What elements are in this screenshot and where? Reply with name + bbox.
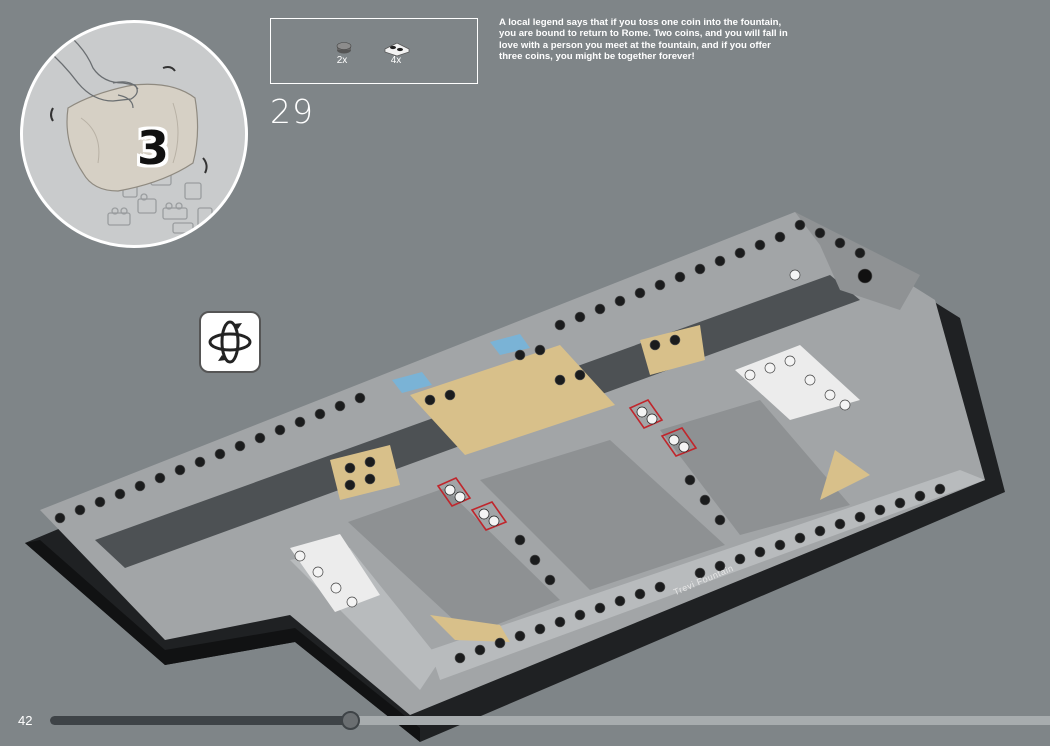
step-number: 29 xyxy=(270,92,314,131)
open-bag-icon xyxy=(44,23,213,234)
page-number: 42 xyxy=(18,713,33,728)
part-quantity: 2x xyxy=(336,55,348,66)
plate-1x2-white-icon xyxy=(382,41,412,62)
part-quantity: 4x xyxy=(390,55,402,66)
bag-number: 3 xyxy=(136,121,169,175)
round-tile-dark-grey-icon xyxy=(329,41,359,59)
bag-callout: 3 xyxy=(20,20,248,248)
progress-bar xyxy=(50,711,1050,730)
legend-text: A local legend says that if you toss one… xyxy=(499,17,788,63)
progress-knob[interactable] xyxy=(341,711,360,730)
parts-callout: 2x 4x xyxy=(270,18,478,84)
rotate-model-icon[interactable] xyxy=(199,311,261,373)
progress-fill xyxy=(50,716,350,725)
